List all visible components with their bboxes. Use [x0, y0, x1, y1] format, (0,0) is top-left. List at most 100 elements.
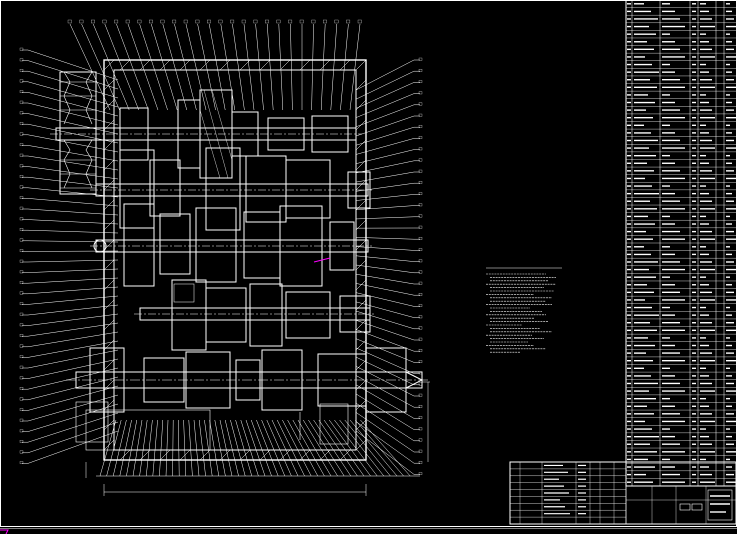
callout-leader-bottom: [328, 419, 371, 477]
callout-leader-left: [27, 394, 119, 422]
callout-leader-top: [150, 23, 178, 111]
callout-leader-right: [355, 160, 415, 174]
callout-leader-right: [355, 384, 415, 419]
callout-leader-right: [355, 246, 415, 251]
callout-leader-right: [355, 171, 415, 183]
callout-leader-bottom: [318, 419, 358, 477]
callout-label-top: [346, 19, 351, 24]
title-block-logo-box: [707, 489, 733, 521]
selection-marker: [0, 257, 331, 534]
callout-leader-left: [27, 219, 119, 225]
callout-leader-top: [208, 23, 226, 111]
callout-label-top: [125, 19, 130, 24]
callout-label-left: [19, 111, 24, 115]
callout-label-top: [137, 19, 142, 24]
callout-label-left: [19, 323, 24, 327]
gearbox-assembly-section[interactable]: [50, 59, 430, 496]
callout-label-left: [19, 259, 24, 263]
callout-leader-left: [27, 49, 119, 81]
callout-leader-left: [27, 145, 119, 162]
callout-leader-right: [355, 264, 415, 274]
callout-leader-bottom: [139, 419, 148, 477]
callout-leader-bottom: [172, 419, 174, 477]
callout-label-right: [418, 293, 423, 296]
callout-leader-right: [355, 347, 415, 374]
callout-leader-left: [27, 92, 119, 117]
housing-inner-wall: [113, 69, 357, 451]
callout-leader-bottom: [313, 419, 352, 477]
callout-leader-right: [355, 292, 415, 307]
callout-label-top: [183, 19, 188, 24]
callout-label-left: [19, 122, 24, 125]
callout-leader-left: [27, 229, 119, 234]
parts-list-table[interactable]: [625, 0, 737, 487]
callout-leader-right: [355, 338, 415, 363]
callout-label-left: [19, 153, 24, 157]
callout-label-top: [311, 19, 316, 24]
callout-label-left: [19, 291, 24, 295]
title-block[interactable]: [509, 461, 737, 525]
callout-label-left: [19, 270, 24, 274]
callout-leader-bottom: [256, 419, 279, 477]
callout-leader-left: [27, 208, 119, 216]
callout-label-left: [19, 58, 24, 62]
callout-leader-bottom: [214, 419, 226, 477]
callout-leader-right: [355, 182, 415, 192]
callout-leader-left: [27, 421, 119, 454]
callout-leader-bottom: [334, 419, 378, 477]
callout-label-right: [418, 281, 423, 285]
callout-label-right: [418, 69, 423, 72]
callout-leader-bottom: [250, 419, 272, 477]
callout-label-left: [19, 461, 24, 464]
callout-label-top: [230, 19, 235, 24]
callout-label-right: [418, 136, 423, 139]
callout-leader-right: [355, 205, 415, 210]
callout-label-left: [19, 302, 24, 305]
callout-label-top: [276, 19, 281, 24]
callout-leader-right: [355, 393, 415, 430]
callout-leader-bottom: [145, 419, 153, 477]
callout-leader-bottom: [302, 419, 338, 477]
callout-leader-bottom: [99, 419, 117, 477]
callout-leader-left: [27, 286, 119, 295]
callout-leader-bottom: [165, 419, 169, 477]
callout-leader-bottom: [209, 419, 220, 477]
callout-label-right: [418, 438, 423, 442]
callout-leader-left: [27, 176, 119, 189]
callout-leader-left: [27, 349, 119, 369]
callout-label-left: [19, 217, 24, 221]
callout-leader-right: [355, 375, 415, 408]
callout-leader-right: [355, 216, 415, 220]
callout-label-right: [418, 472, 423, 475]
callout-label-right: [418, 80, 423, 83]
callout-leader-right: [355, 255, 415, 262]
callout-label-left: [19, 249, 24, 252]
callout-label-right: [418, 237, 423, 240]
callout-leader-bottom: [132, 419, 143, 477]
callout-leader-right: [355, 273, 415, 285]
callout-label-right: [418, 91, 423, 95]
callout-label-right: [418, 203, 423, 207]
callout-leader-top: [340, 23, 349, 111]
callout-label-right: [418, 214, 423, 218]
callout-leader-left: [27, 60, 119, 90]
callout-label-left: [19, 387, 24, 390]
callout-leader-right: [355, 329, 415, 352]
callout-label-right: [418, 57, 423, 61]
callout-leader-left: [27, 259, 119, 263]
callout-leader-bottom: [235, 419, 253, 477]
callout-leader-right: [355, 356, 415, 386]
callout-leader-right: [355, 430, 415, 475]
callout-label-top: [160, 19, 165, 24]
callout-label-left: [19, 175, 24, 178]
callout-label-left: [19, 376, 24, 380]
callout-leader-top: [69, 23, 111, 111]
callout-label-left: [19, 206, 24, 210]
callout-leader-left: [27, 313, 119, 326]
callout-label-top: [334, 19, 339, 24]
callout-leader-bottom: [183, 419, 187, 477]
callout-label-left: [19, 90, 24, 93]
callout-leader-right: [355, 149, 415, 164]
callout-label-right: [418, 102, 423, 106]
